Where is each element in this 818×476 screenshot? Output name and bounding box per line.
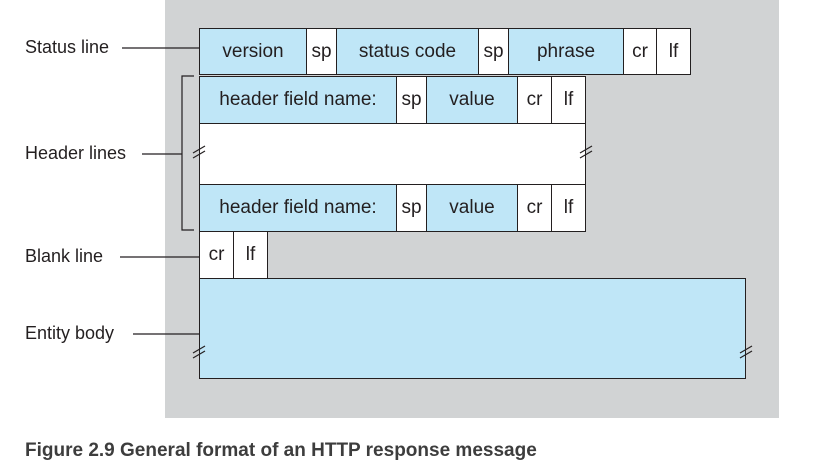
cr-field: cr — [517, 76, 552, 124]
lf-field: lf — [551, 76, 586, 124]
sp-field: sp — [396, 184, 427, 232]
header-lines-label: Header lines — [25, 143, 127, 163]
header-field-name: header field name: — [199, 184, 397, 232]
value-field: value — [426, 184, 518, 232]
sp-field: sp — [396, 76, 427, 124]
break-marks — [192, 145, 753, 359]
header-field-name: header field name: — [199, 76, 397, 124]
blank-line-label: Blank line — [25, 246, 104, 266]
entity-body-label: Entity body — [25, 323, 115, 343]
figure-caption: Figure 2.9 General format of an HTTP res… — [25, 440, 537, 461]
status-code-field: status code — [336, 28, 479, 75]
version-field: version — [199, 28, 307, 75]
lf-field: lf — [656, 28, 691, 75]
value-field: value — [426, 76, 518, 124]
lf-field: lf — [551, 184, 586, 232]
header-lines-bracket — [181, 75, 194, 231]
header-lines-gap — [199, 123, 586, 185]
status-line-label: Status line — [25, 37, 110, 57]
entity-body-box — [199, 278, 746, 379]
